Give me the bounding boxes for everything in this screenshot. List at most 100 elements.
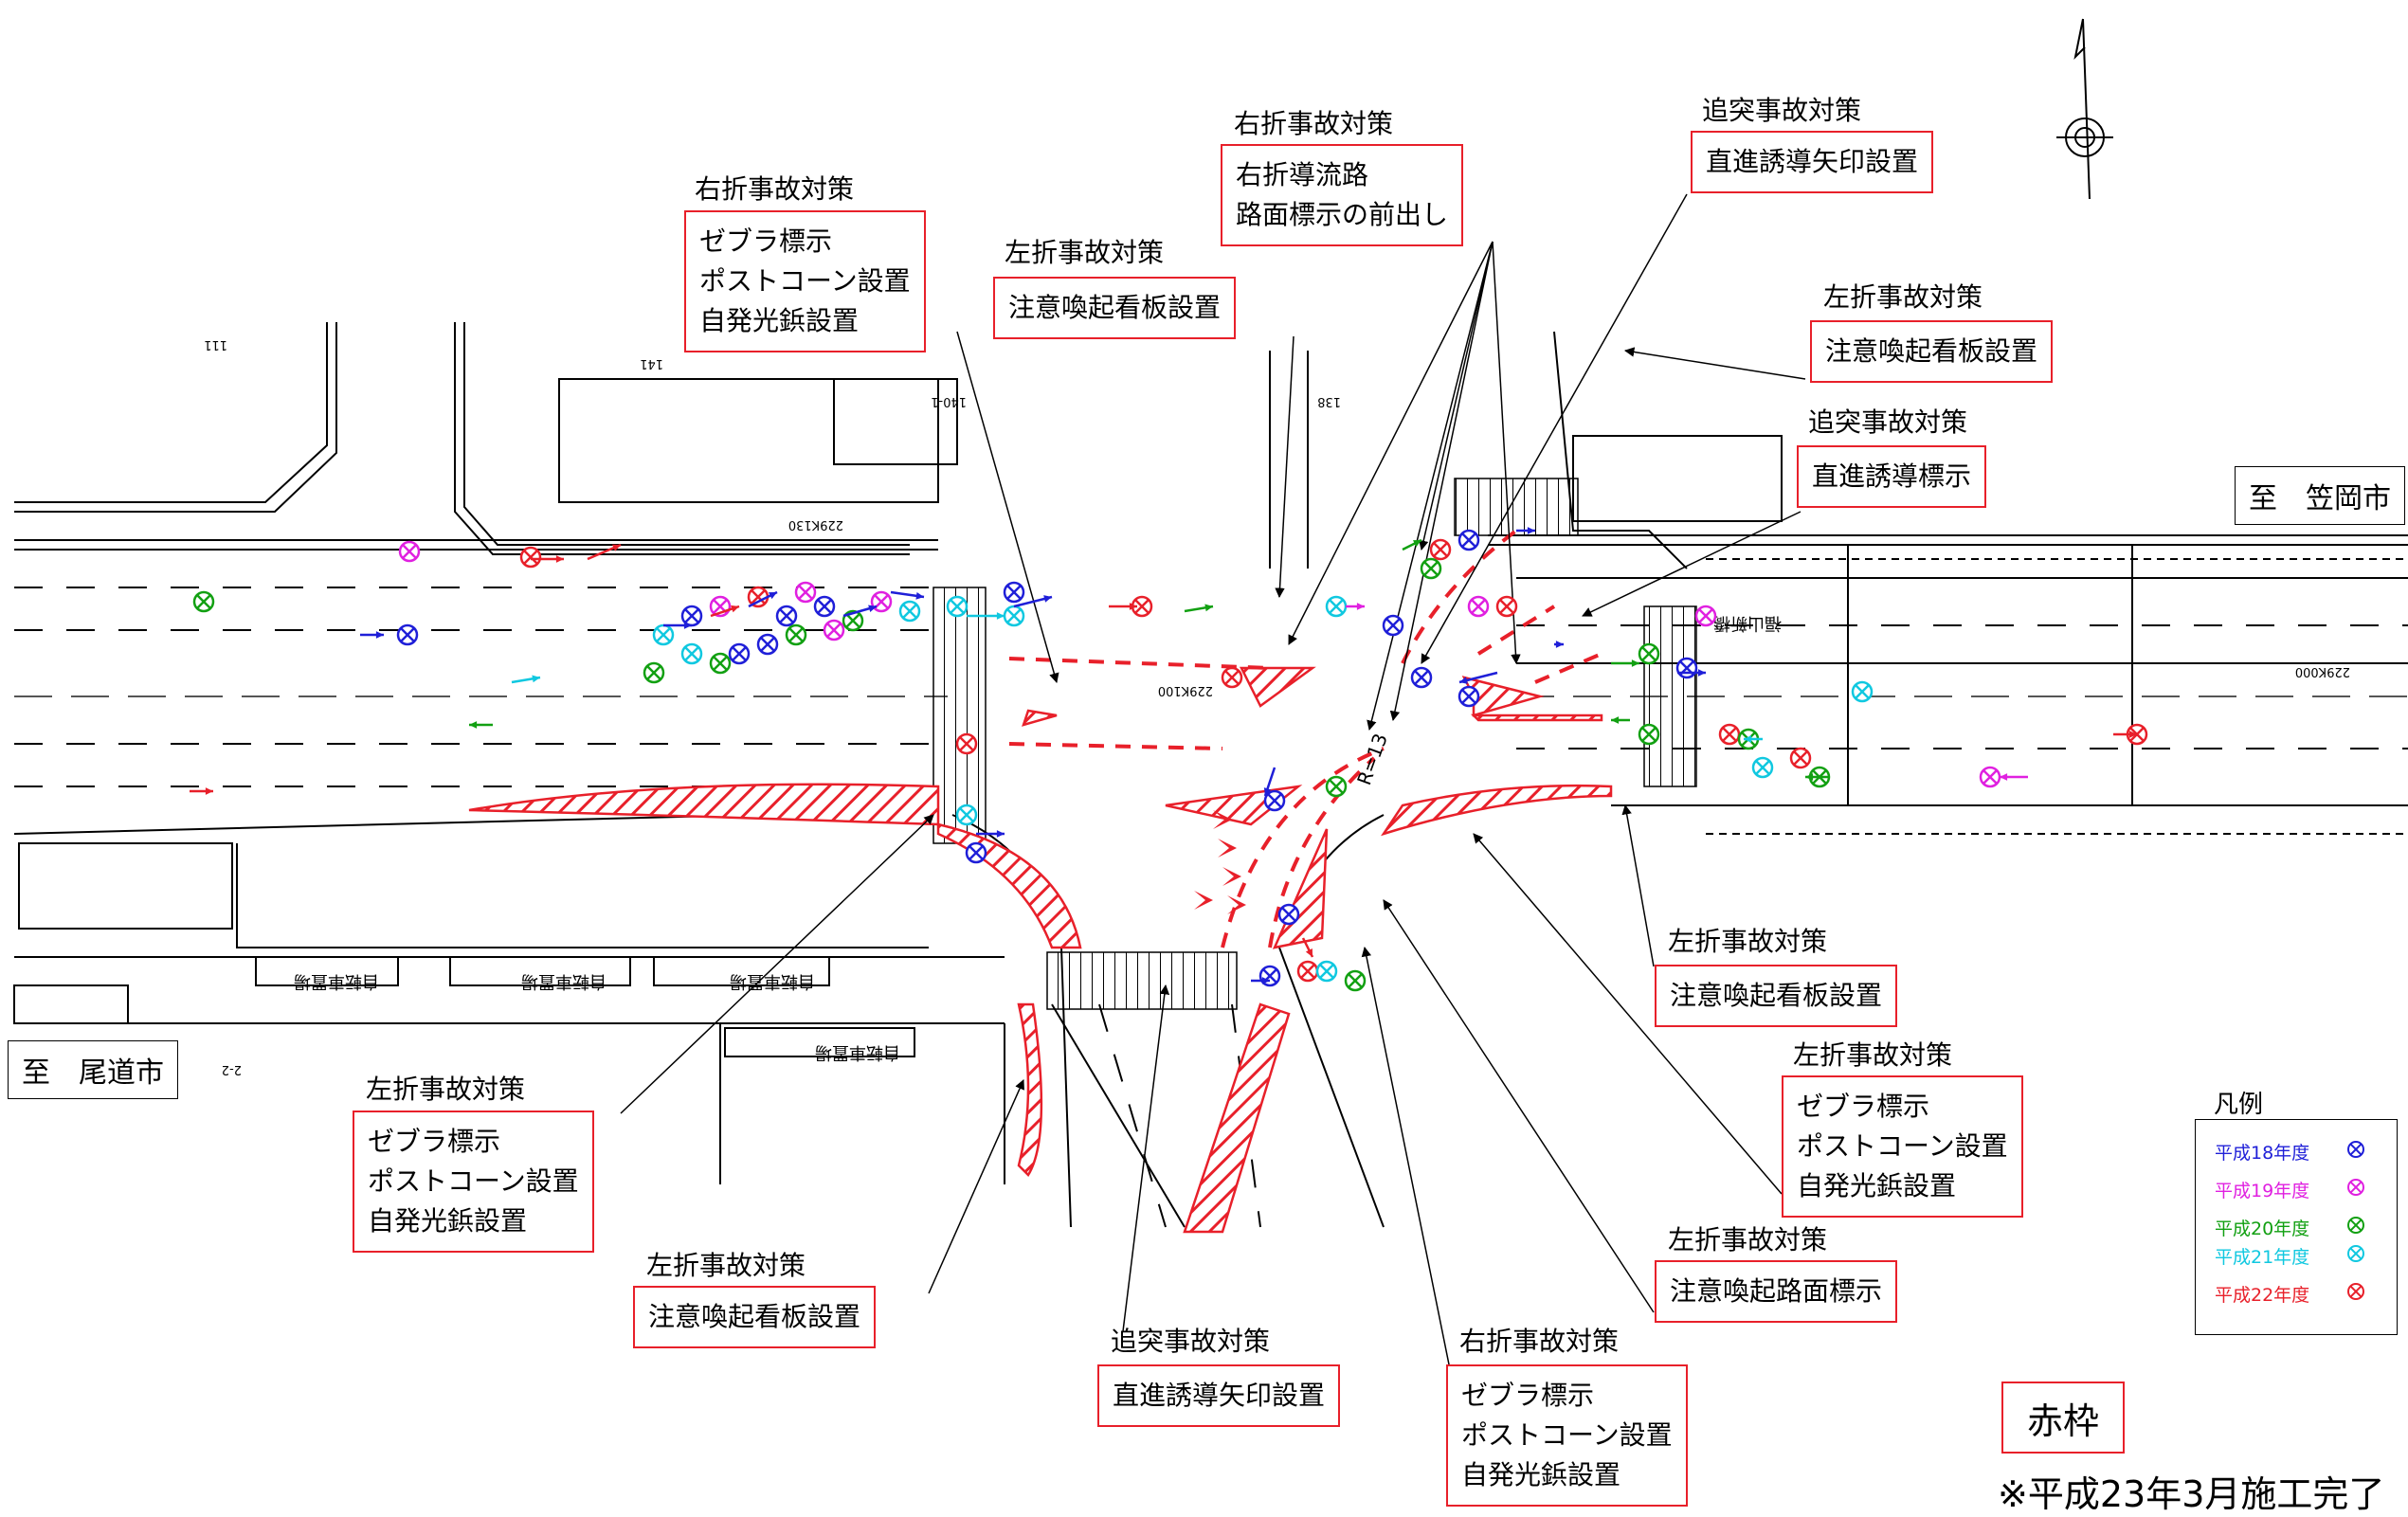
accident-marker bbox=[1718, 723, 1741, 746]
callout-6-header: 追突事故対策 bbox=[1808, 406, 1968, 438]
accident-marker bbox=[1003, 581, 1025, 604]
accident-marker bbox=[965, 841, 987, 864]
accident-marker bbox=[842, 609, 864, 632]
accident-marker bbox=[1638, 723, 1660, 746]
arrow-icon bbox=[469, 721, 493, 729]
arrow-icon bbox=[1611, 659, 1639, 667]
arrow-icon bbox=[1402, 538, 1422, 551]
callout-line: 右折導流路 bbox=[1236, 159, 1369, 190]
label-parking-3: 自転車置場 bbox=[730, 971, 815, 991]
callout-line: 自発光鋲設置 bbox=[1797, 1170, 1957, 1201]
marker-icon bbox=[2347, 1217, 2364, 1234]
lower-left-lots bbox=[13, 842, 1005, 1184]
callout-5-box: 注意喚起看板設置 bbox=[1810, 320, 2054, 383]
callout-line: 自発光鋲設置 bbox=[1461, 1459, 1621, 1490]
accident-marker bbox=[1751, 756, 1774, 779]
accident-marker bbox=[1277, 903, 1300, 926]
accident-marker bbox=[1296, 960, 1319, 983]
callout-8-box: ゼブラ標示 ポストコーン設置 自発光鋲設置 bbox=[1782, 1075, 2023, 1218]
callout-line: ポストコーン設置 bbox=[1797, 1130, 2008, 1162]
callout-13-header: 右折事故対策 bbox=[1459, 1326, 1620, 1357]
accident-marker bbox=[1429, 538, 1452, 561]
callout-5-header: 左折事故対策 bbox=[1823, 281, 1983, 313]
accident-marker bbox=[955, 804, 978, 826]
accident-marker bbox=[747, 586, 769, 608]
callout-12-header: 追突事故対策 bbox=[1111, 1326, 1271, 1357]
legend-label: 平成22年度 bbox=[2215, 1285, 2310, 1306]
leader-lines bbox=[620, 193, 1806, 1370]
accident-marker bbox=[794, 581, 817, 604]
buildings bbox=[14, 322, 2133, 805]
accident-marker bbox=[1420, 557, 1442, 580]
accident-marker bbox=[643, 661, 665, 684]
legend-title: 凡例 bbox=[2214, 1091, 2264, 1119]
callout-8-header: 左折事故対策 bbox=[1793, 1039, 1953, 1071]
accident-marker bbox=[1382, 614, 1404, 637]
marker-icon bbox=[2347, 1245, 2364, 1262]
arrow-icon bbox=[1109, 603, 1137, 610]
legend-row-21: 平成21年度 bbox=[2215, 1243, 2309, 1269]
accident-marker bbox=[519, 546, 542, 569]
callout-line: 直進誘導矢印設置 bbox=[1113, 1380, 1326, 1411]
colored-arrows bbox=[190, 527, 2137, 984]
arrow-icon bbox=[748, 590, 778, 608]
legend-row-20: 平成20年度 bbox=[2215, 1215, 2309, 1240]
arrow-icon bbox=[1677, 669, 1706, 677]
callout-line: 路面標示の前出し bbox=[1236, 199, 1449, 230]
accident-marker bbox=[1315, 960, 1338, 983]
callout-10-box: ゼブラ標示 ポストコーン設置 自発光鋲設置 bbox=[353, 1111, 594, 1253]
callout-1-box: ゼブラ標示 ポストコーン設置 自発光鋲設置 bbox=[684, 210, 926, 352]
label-road-right: 229K000 bbox=[2295, 664, 2350, 678]
accident-marker bbox=[728, 642, 751, 665]
destination-left: 至 尾道市 bbox=[8, 1040, 178, 1099]
label-parking-1: 自転車置場 bbox=[294, 971, 379, 991]
arrow-icon bbox=[976, 830, 1005, 838]
callout-line: ゼブラ標示 bbox=[1461, 1380, 1595, 1411]
arrow-icon bbox=[842, 605, 878, 618]
arrow-icon bbox=[890, 590, 925, 600]
callout-2-box: 注意喚起看板設置 bbox=[993, 277, 1237, 339]
legend: 平成18年度 平成19年度 平成20年度 平成21年度 平成22年度 bbox=[2195, 1119, 2398, 1335]
label-lot-111: 111 bbox=[204, 337, 227, 352]
arrow-icon bbox=[1554, 641, 1564, 648]
arrow-icon bbox=[1263, 767, 1276, 797]
arrow-icon bbox=[2000, 773, 2028, 781]
accident-marker bbox=[1344, 969, 1367, 992]
arrow-icon bbox=[360, 631, 384, 639]
callout-line: ゼブラ標示 bbox=[699, 226, 833, 257]
arrow-icon bbox=[511, 675, 541, 684]
arrow-icon bbox=[1516, 527, 1535, 534]
accident-marker bbox=[1221, 666, 1243, 689]
legend-row-18: 平成18年度 bbox=[2215, 1139, 2309, 1165]
completion-note: ※平成23年3月施工完了 bbox=[1998, 1473, 2385, 1515]
accident-marker bbox=[955, 732, 978, 755]
callout-4-header: 追突事故対策 bbox=[1702, 95, 1862, 126]
arrow-icon bbox=[1805, 773, 1829, 781]
callout-line: ゼブラ標示 bbox=[368, 1126, 501, 1157]
label-parking-4: 自転車置場 bbox=[815, 1042, 900, 1062]
arrow-icon bbox=[663, 622, 692, 629]
arrow-icon bbox=[1458, 671, 1498, 684]
callout-line: ポストコーン設置 bbox=[1461, 1419, 1673, 1451]
arrow-icon bbox=[1013, 595, 1053, 608]
marker-icon bbox=[2347, 1283, 2364, 1300]
accident-marker bbox=[785, 623, 807, 646]
accident-marker bbox=[823, 619, 845, 641]
callout-12-box: 直進誘導矢印設置 bbox=[1097, 1364, 1341, 1427]
callout-line: ポストコーン設置 bbox=[368, 1165, 579, 1197]
accident-markers bbox=[192, 529, 2148, 992]
label-road-mid: 229K100 bbox=[1158, 683, 1213, 697]
callout-line: 注意喚起看板設置 bbox=[1008, 292, 1222, 323]
accident-marker bbox=[1694, 605, 1717, 627]
callout-line: ゼブラ標示 bbox=[1797, 1091, 1930, 1122]
arrow-icon bbox=[587, 543, 622, 561]
legend-label: 平成21年度 bbox=[2215, 1247, 2310, 1268]
callout-line: 注意喚起看板設置 bbox=[648, 1301, 861, 1332]
arrow-icon bbox=[1251, 977, 1270, 984]
accident-marker bbox=[1325, 595, 1348, 618]
accident-marker bbox=[1467, 595, 1490, 618]
legend-label: 平成18年度 bbox=[2215, 1143, 2310, 1164]
arrow-icon bbox=[1611, 716, 1630, 724]
arrow-icon bbox=[2113, 731, 2137, 738]
